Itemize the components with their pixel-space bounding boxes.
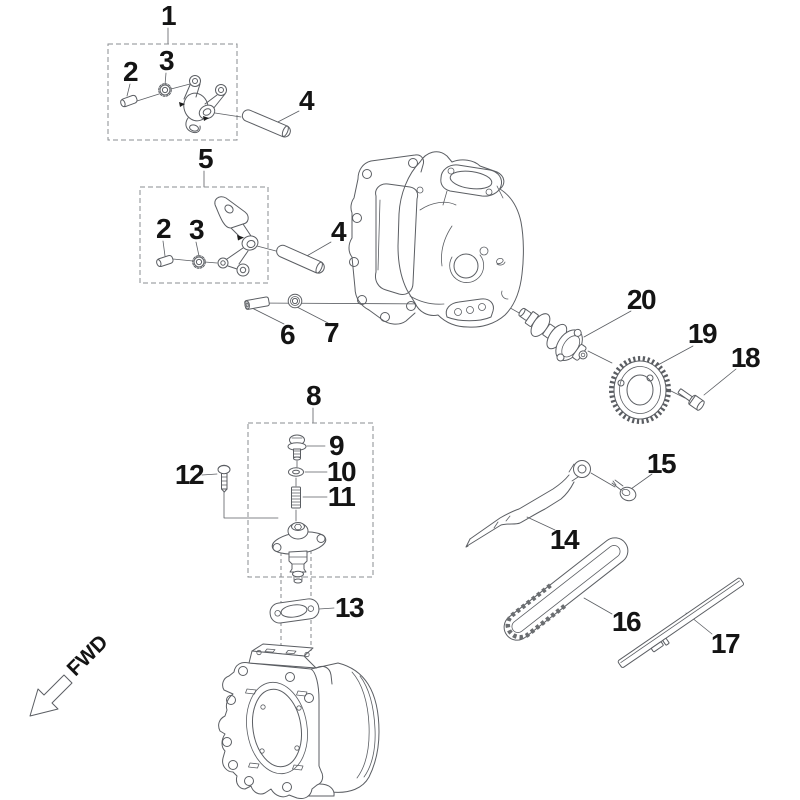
mount-screw-12 <box>217 464 231 493</box>
callout-14: 14 <box>549 524 580 555</box>
callout-4: 4 <box>298 85 315 116</box>
assembly-box-5 <box>139 186 269 284</box>
adjuster-nut-3 <box>158 83 172 97</box>
callout-2: 2 <box>155 213 172 244</box>
cylinder-block <box>218 643 380 799</box>
fwd-arrow <box>29 674 73 717</box>
valve-pin-2 <box>120 94 138 108</box>
chain-guide-strip-17 <box>617 577 744 668</box>
callout-1: 1 <box>160 0 177 31</box>
rocker-shaft-4 <box>276 244 325 274</box>
assembly-box-8 <box>247 422 374 578</box>
callout-16: 16 <box>611 606 642 637</box>
callout-5: 5 <box>197 143 214 174</box>
callout-2: 2 <box>122 56 139 87</box>
cylinder-head <box>348 151 524 328</box>
guide-screw-15 <box>611 479 637 502</box>
callout-7: 7 <box>323 317 340 348</box>
rocker-arm-assembly-1 <box>120 75 291 138</box>
chain-guide-14 <box>465 460 591 548</box>
tensioner-spring-11 <box>291 486 301 509</box>
adjuster-nut-3 <box>192 255 206 269</box>
camshaft-20 <box>518 307 588 362</box>
callout-19: 19 <box>687 318 718 349</box>
cam-chain-16 <box>503 537 629 641</box>
dowel-pin-6 <box>244 296 270 310</box>
callout-9: 9 <box>328 430 345 461</box>
tensioner-gasket-13 <box>269 598 320 624</box>
sprocket-bolt-18 <box>677 388 705 411</box>
washer-7 <box>287 293 303 309</box>
callout-11: 11 <box>327 481 356 512</box>
cam-sprocket-19 <box>609 356 671 424</box>
callout-18: 18 <box>730 342 761 373</box>
callout-17: 17 <box>710 628 741 659</box>
valve-pin-2 <box>156 255 174 267</box>
rocker-shaft-4 <box>241 109 291 138</box>
callout-15: 15 <box>646 448 677 479</box>
assembly-box-1 <box>107 43 238 141</box>
callout-20: 20 <box>626 284 657 315</box>
callout-13: 13 <box>334 592 365 623</box>
callout-10: 10 <box>326 456 357 487</box>
rocker-arm <box>179 75 227 134</box>
tensioner-bolt-9 <box>287 434 307 461</box>
callout-3: 3 <box>158 45 175 76</box>
callout-3: 3 <box>188 214 205 245</box>
callout-8: 8 <box>305 380 322 411</box>
tensioner-washer-10 <box>288 467 304 477</box>
rocker-arm-assembly-5 <box>156 196 325 277</box>
tensioner-body <box>271 522 327 584</box>
callout-4: 4 <box>330 216 347 247</box>
callout-12: 12 <box>174 459 205 490</box>
callout-6: 6 <box>279 319 296 350</box>
tensioner-assembly-8 <box>271 434 327 584</box>
rocker-arm <box>214 196 259 277</box>
